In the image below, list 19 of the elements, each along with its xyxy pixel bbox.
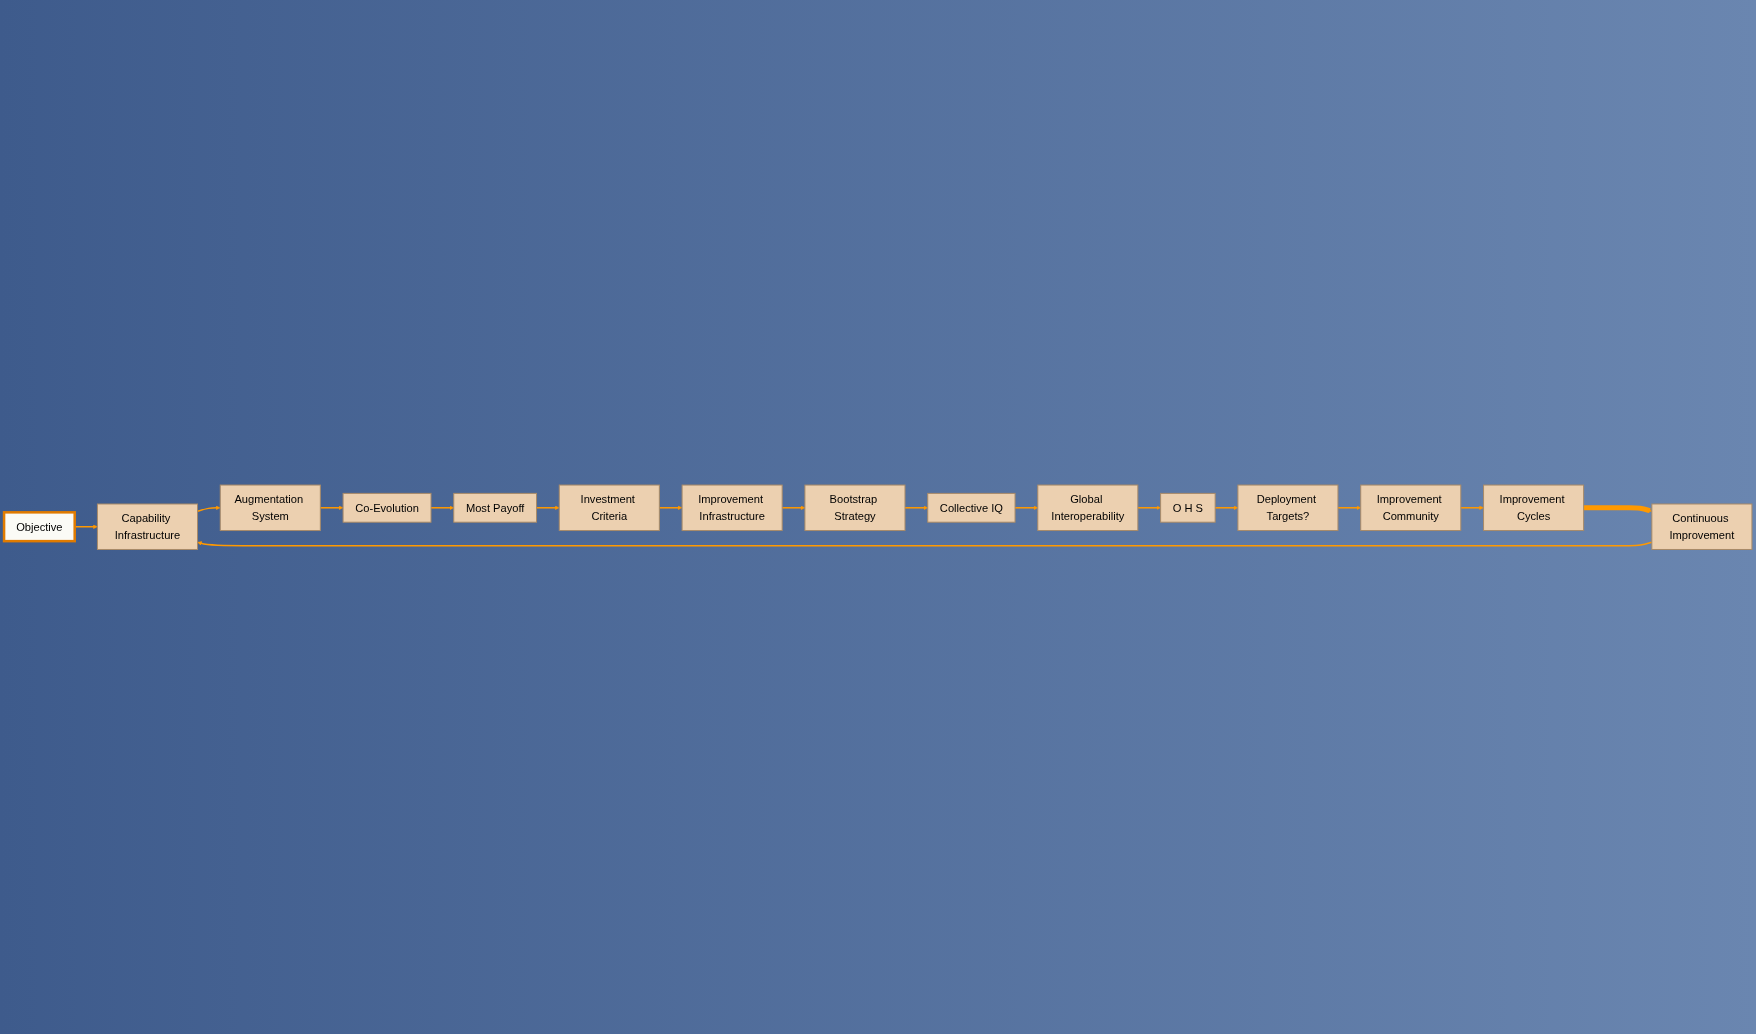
node-box: Co-Evolution	[342, 492, 432, 523]
node-box: Bootstrap Strategy	[804, 484, 906, 531]
arrow	[1337, 505, 1361, 510]
node-box: Improvement Cycles	[1483, 484, 1585, 531]
node-box: Continuous Improvement	[1651, 503, 1753, 550]
node-box: O H S	[1160, 492, 1216, 523]
arrow	[1460, 505, 1484, 510]
node-box: Objective	[2, 510, 76, 543]
node-box: Most Payoff	[453, 492, 538, 523]
arrow	[1137, 505, 1161, 510]
node-box: Deployment Targets?	[1237, 484, 1339, 531]
node-box: Global Interoperability	[1037, 484, 1139, 531]
node-box: Augmentation System	[219, 484, 321, 531]
node-box: Improvement Infrastructure	[681, 484, 783, 531]
node-box: Investment Criteria	[558, 484, 660, 531]
node-box: Collective IQ	[927, 492, 1016, 523]
node-box: Improvement Community	[1360, 484, 1462, 531]
node-box: Capability Infrastructure	[96, 503, 198, 550]
arrow	[904, 505, 928, 510]
